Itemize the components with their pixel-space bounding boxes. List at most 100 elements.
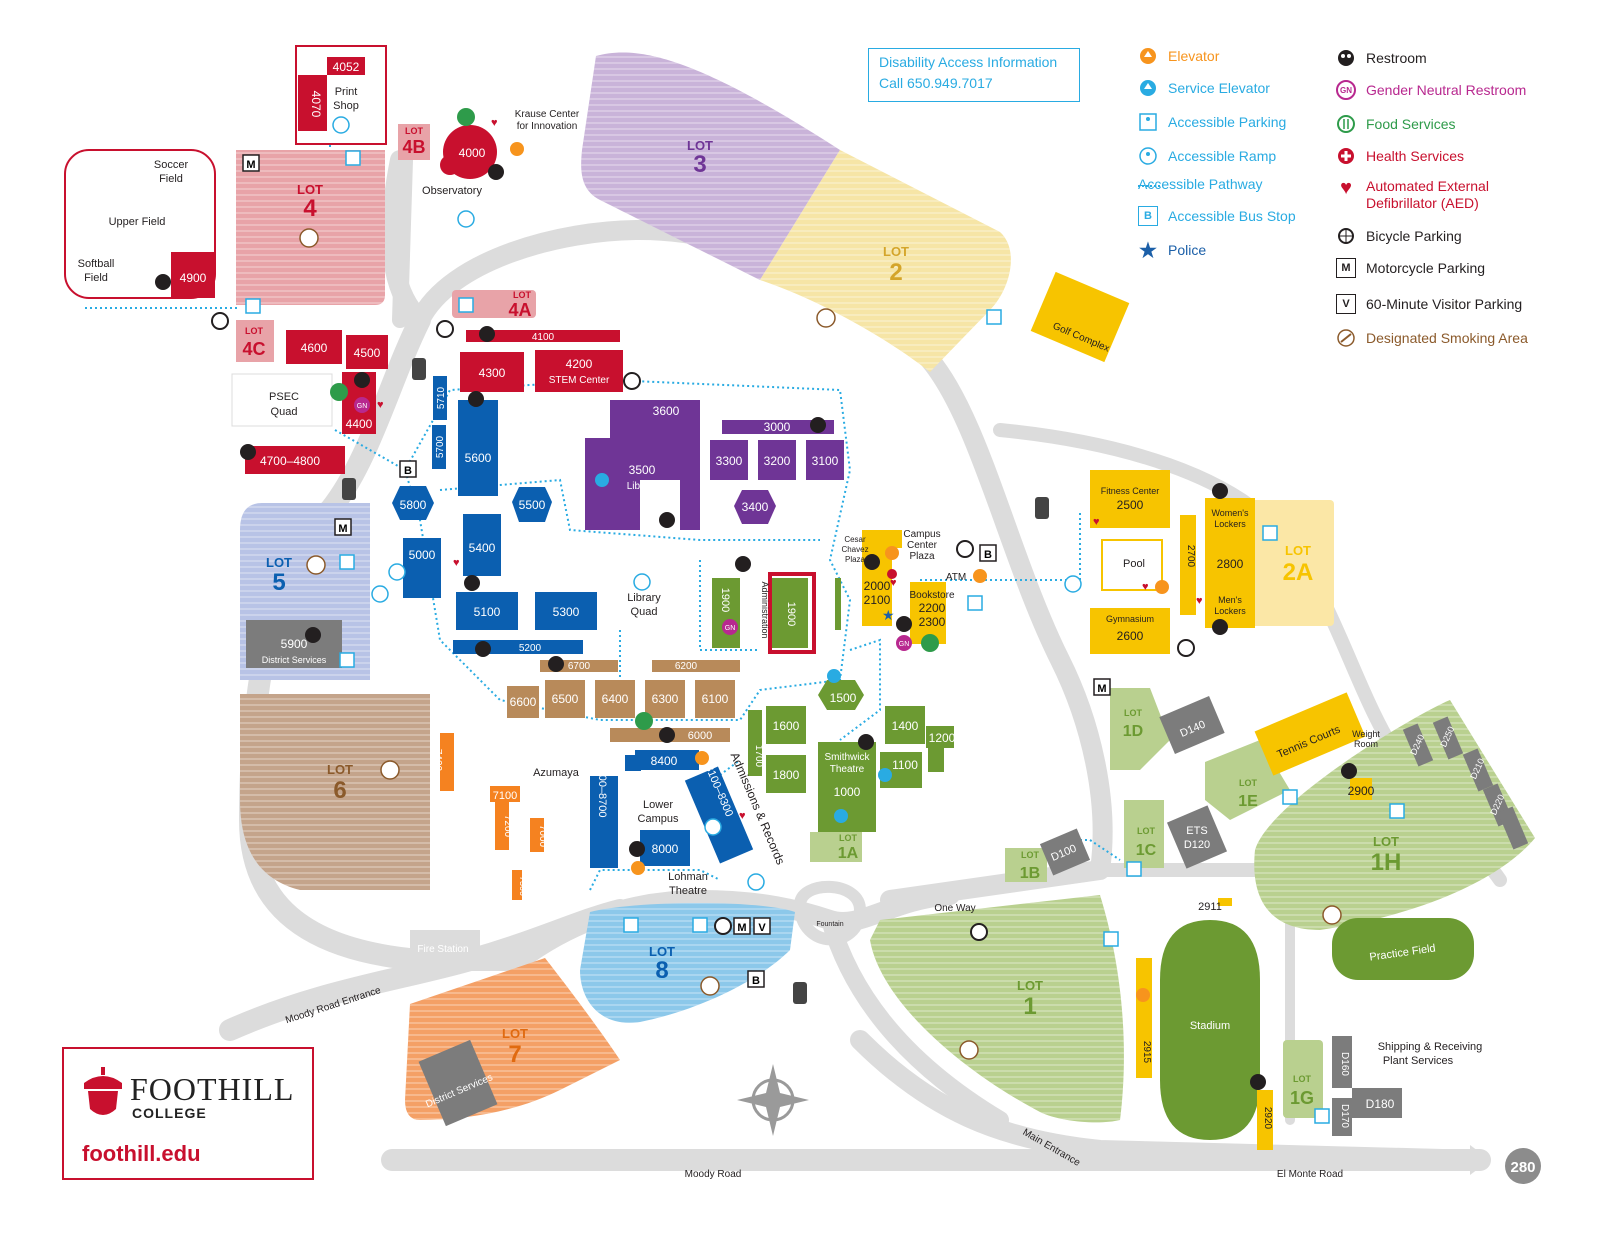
bldg-7400: 7400: [432, 749, 443, 772]
logo-sub: COLLEGE: [132, 1105, 207, 1121]
lot-1c-word: LOT: [1137, 826, 1155, 836]
bldg-4000: 4000: [459, 146, 486, 160]
fire-station-label: Fire Station: [417, 944, 468, 955]
lot-7-word: LOT: [502, 1026, 528, 1041]
lot-1b-number: 1B: [1020, 865, 1040, 882]
gymnasium-label: Gymnasium: [1106, 614, 1154, 624]
administration-label: Administration: [760, 581, 770, 638]
shipping-label-2: Plant Services: [1383, 1055, 1454, 1067]
bldg-2700: 2700: [1185, 545, 1196, 568]
mens-lockers-label-2: Lockers: [1214, 606, 1246, 616]
bldg-3100: 3100: [812, 454, 839, 468]
service-elevator-icon: [595, 473, 609, 487]
psec-quad: [231, 373, 333, 427]
restroom-icon: [155, 274, 171, 290]
bldg-3500: 3500: [629, 463, 656, 477]
restroom-icon: [1336, 48, 1356, 68]
elevator-icon: [973, 569, 987, 583]
buildings-purple: [585, 400, 844, 530]
svg-text:M: M: [737, 922, 746, 934]
visitor-parking-icon: V: [1336, 294, 1356, 314]
bldg-2915: 2915: [1141, 1041, 1152, 1064]
accessible-parking-icon: [623, 917, 639, 933]
lot-3-number: 3: [693, 151, 706, 178]
bldg-6600: 6600: [510, 695, 537, 709]
womens-lockers-label-1: Women's: [1211, 508, 1249, 518]
accessible-bus-stop-icon: B: [1138, 206, 1158, 226]
disability-access-box: Disability Access Information Call 650.9…: [868, 48, 1080, 102]
bldg-5900: 5900: [281, 637, 308, 651]
bicycle-parking-icon: [623, 372, 641, 390]
smoking-area-icon: [816, 308, 836, 328]
lot-4c-word: LOT: [245, 326, 263, 336]
lot-1h-word: LOT: [1373, 834, 1399, 849]
library-label: Library: [627, 481, 658, 492]
bicycle-parking-icon: [956, 540, 974, 558]
bldg-3300: 3300: [716, 454, 743, 468]
smoking-area-icon: [1336, 328, 1356, 348]
smoking-area-icon: [299, 228, 319, 248]
lot-1e-word: LOT: [1239, 778, 1257, 788]
bldg-4500: 4500: [354, 346, 381, 360]
bldg-5100: 5100: [474, 605, 501, 619]
lot-1-number: 1: [1023, 993, 1036, 1020]
bldg-1800: 1800: [773, 768, 800, 782]
lot-2a-word: LOT: [1285, 543, 1311, 558]
svg-text:B: B: [404, 465, 412, 477]
compass-rose-icon: [737, 1064, 809, 1136]
lower-loop: [510, 885, 960, 970]
moody-road-label: Moody Road: [685, 1169, 742, 1180]
police-icon: ★: [1139, 239, 1157, 262]
lower-campus-label-1: Lower: [643, 799, 673, 811]
one-way-label: One Way: [934, 903, 975, 914]
bus-stop-icon: B: [747, 970, 765, 988]
legend-smoking-area: Designated Smoking Area: [1336, 328, 1528, 348]
svg-text:♥: ♥: [1196, 595, 1203, 607]
svg-text:M: M: [338, 523, 347, 535]
visitor-parking-icon: V: [753, 917, 771, 935]
lot-1c-number: 1C: [1136, 842, 1157, 859]
road-to-lot4: [392, 152, 413, 328]
weight-room-label-1: Weight: [1352, 729, 1380, 739]
pool-label: Pool: [1123, 558, 1145, 570]
acorn-logo-icon: [84, 1067, 122, 1115]
legend-restroom: Restroom: [1336, 48, 1427, 68]
bldg-4900: 4900: [180, 271, 207, 285]
womens-lockers-label-2: Lockers: [1214, 519, 1246, 529]
campus-center-label-3: Plaza: [909, 551, 934, 562]
legend-service-elevator: Service Elevator: [1138, 78, 1270, 98]
disability-access-phone[interactable]: Call 650.949.7017: [879, 75, 993, 91]
motorcycle-parking-icon: M: [1093, 678, 1111, 696]
lot-4b-area: [398, 124, 430, 160]
lot-1a-word: LOT: [839, 833, 857, 843]
krause-label-2: for Innovation: [517, 121, 578, 132]
svg-text:B: B: [984, 549, 992, 561]
accessible-parking-icon: [339, 554, 355, 570]
bldg-4700: 4700–4800: [260, 454, 320, 468]
accessible-parking-icon: [1314, 1108, 1330, 1124]
azumaya-label: Azumaya: [533, 767, 580, 779]
gender-neutral-restroom-icon: GN: [354, 397, 370, 413]
bldg-5600: 5600: [465, 451, 492, 465]
accessible-pathway-swatch: [1138, 185, 1160, 187]
police-icon: ★: [882, 607, 895, 623]
lot-1e-number: 1E: [1238, 793, 1258, 810]
bicycle-parking-icon: [211, 312, 229, 330]
lot-8-number: 8: [655, 957, 668, 984]
restroom-icon: [864, 554, 880, 570]
motorcycle-parking-icon: M: [733, 917, 751, 935]
lot-1g-word: LOT: [1293, 1074, 1311, 1084]
lot-1h-number: 1H: [1371, 849, 1402, 876]
accessible-parking-icon: [458, 297, 474, 313]
logo-url-link[interactable]: foothill.edu: [82, 1141, 201, 1166]
restroom-icon: [240, 444, 256, 460]
svg-text:♥: ♥: [739, 810, 746, 822]
elevator-icon: [510, 142, 524, 156]
stem-center-label: STEM Center: [549, 375, 610, 386]
district-services-label: District Services: [262, 655, 327, 665]
bicycle-parking-icon: [970, 923, 988, 941]
accessible-ramp-icon: [704, 818, 722, 836]
lot-5-word: LOT: [266, 555, 292, 570]
